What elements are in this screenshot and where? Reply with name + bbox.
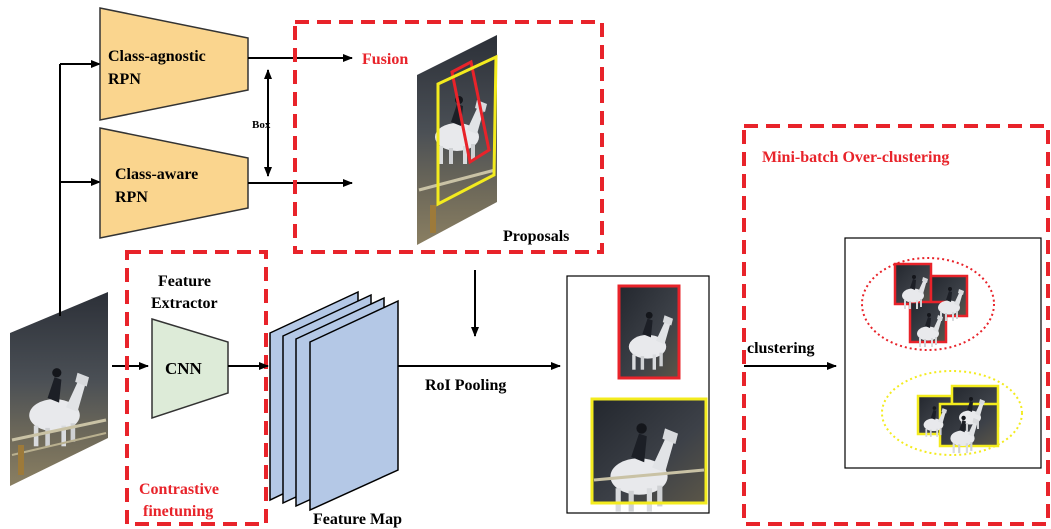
rpn-output-arrows (248, 54, 353, 187)
class-aware-rpn-sublabel: RPN (115, 189, 148, 206)
cnn-block: CNN (151, 317, 229, 420)
input-image (10, 292, 108, 486)
roi-crop-yellow (590, 397, 708, 512)
input-branch-arrows (59, 60, 149, 370)
feature-map-label: Feature Map (313, 511, 402, 528)
feature-map-stack (269, 290, 399, 512)
yellow-cluster-crops (916, 384, 1000, 454)
mini-batch-label: Mini-batch Over-clustering (762, 149, 949, 166)
feature-extractor-label: Feature (158, 273, 211, 290)
class-aware-rpn-label: Class-aware (115, 166, 198, 183)
feature-extractor-sublabel: Extractor (151, 295, 218, 312)
class-agnostic-rpn: Class-agnostic RPN (99, 7, 249, 121)
class-agnostic-rpn-sublabel: RPN (108, 71, 141, 88)
contrastive-sublabel: finetuning (143, 503, 213, 520)
yellow-cluster-ellipse (881, 370, 1023, 456)
cnn-label: CNN (165, 359, 203, 378)
proposals-label: Proposals (503, 228, 569, 245)
roi-crop-red (617, 284, 681, 380)
contrastive-label: Contrastive (139, 481, 219, 498)
red-cluster-ellipse (861, 257, 995, 351)
roi-pooling-label: RoI Pooling (425, 377, 506, 394)
box-label: Box (252, 119, 271, 131)
class-aware-rpn: Class-aware RPN (99, 127, 249, 239)
class-agnostic-rpn-label: Class-agnostic (108, 48, 206, 65)
fusion-label: Fusion (362, 51, 408, 68)
red-cluster-crops (893, 262, 969, 347)
fusion-dashed-box (293, 20, 604, 254)
clustering-label: clustering (747, 340, 815, 357)
contrastive-dashed-box (125, 250, 268, 526)
proposal-image (417, 35, 498, 245)
